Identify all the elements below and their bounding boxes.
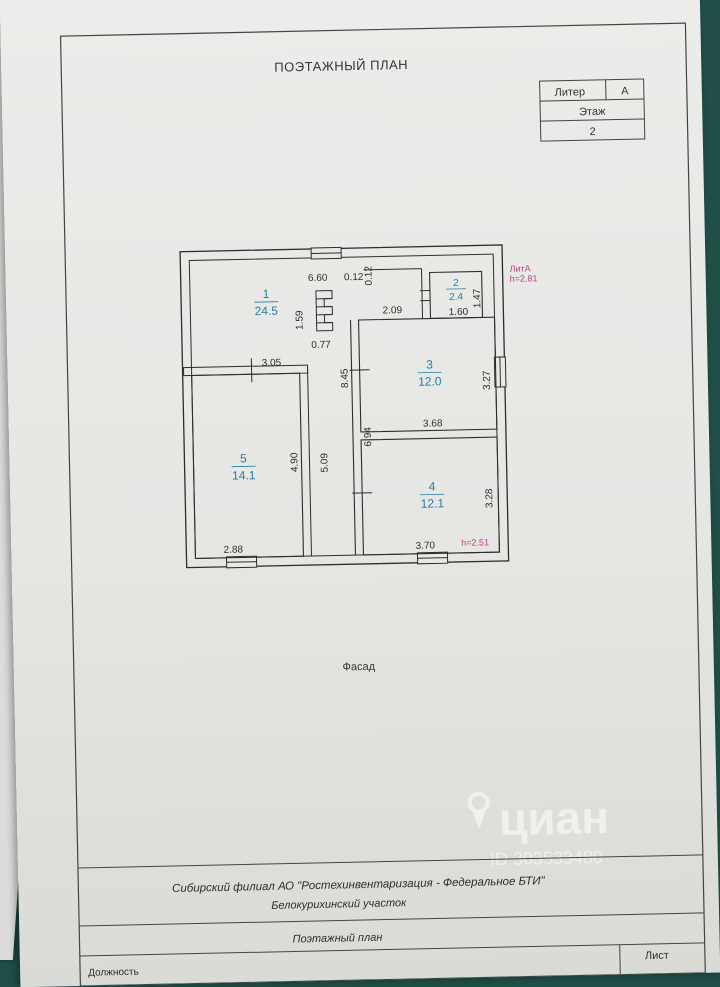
liter-height-note-line2: h=2.81	[510, 273, 538, 284]
liter-value: А	[621, 85, 629, 97]
dim-0-12-vertical: 0.12	[363, 265, 374, 285]
dim-0-77: 0.77	[311, 340, 331, 351]
dim-3-27: 3.27	[482, 370, 493, 390]
room-5-area: 14.1	[232, 468, 256, 482]
footer-sheet-label: Лист	[645, 950, 669, 962]
dim-8-45: 8.45	[340, 368, 351, 388]
plan-title: ПОЭТАЖНЫЙ ПЛАН	[274, 57, 408, 75]
dim-2-09: 2.09	[383, 305, 403, 316]
dim-3-28: 3.28	[484, 488, 495, 508]
facade-label: Фасад	[342, 661, 375, 674]
room-4-height-note: h=2.51	[461, 537, 489, 548]
dim-6-60: 6.60	[308, 273, 328, 284]
dim-0-12: 0.12	[344, 272, 364, 283]
footer-position-label: Должность	[88, 967, 139, 979]
room-1-number: 1	[262, 287, 269, 301]
staircase	[316, 291, 333, 331]
room-1-area: 24.5	[255, 304, 279, 318]
footer-office: Белокурихинский участок	[271, 897, 407, 912]
dim-3-70: 3.70	[415, 540, 435, 551]
dim-2-88: 2.88	[223, 544, 243, 555]
room-5-number: 5	[240, 451, 247, 465]
dim-3-68: 3.68	[423, 418, 443, 429]
liter-label: Литер	[554, 86, 585, 99]
liter-floor-stamp: Литер А Этаж 2	[540, 79, 645, 141]
watermark-brand: циан	[498, 791, 609, 845]
dim-3-05: 3.05	[262, 358, 282, 369]
room-2-area: 2.4	[449, 292, 464, 303]
dim-1-59: 1.59	[294, 310, 305, 330]
liter-height-note-line1: ЛитА	[509, 263, 530, 273]
dim-1-60: 1.60	[449, 307, 469, 318]
room-2-number: 2	[453, 278, 459, 289]
room-3-area: 12.0	[418, 374, 442, 388]
dim-4-90: 4.90	[289, 452, 300, 472]
dim-6-94: 6.94	[363, 427, 374, 447]
footer-stamp: Сибирский филиал АО "Ростехинвентаризаци…	[78, 855, 705, 986]
floor-label: Этаж	[579, 106, 606, 119]
room-3-number: 3	[426, 357, 433, 371]
floor-value: 2	[589, 126, 595, 138]
room-5-walls	[192, 373, 304, 558]
footer-organization: Сибирский филиал АО "Ростехинвентаризаци…	[172, 875, 546, 895]
dim-1-47: 1.47	[472, 288, 483, 308]
location-pin-tail-icon	[472, 809, 486, 829]
dim-5-09: 5.09	[319, 452, 330, 472]
footer-plan-name: Поэтажный план	[292, 932, 382, 946]
room-4-area: 12.1	[421, 496, 445, 510]
room-labels: 1 24.5 2 2.4 3 12.0 4 12.1 5 14.1	[228, 278, 471, 515]
location-pin-icon	[469, 793, 487, 811]
room-4-number: 4	[429, 479, 436, 493]
